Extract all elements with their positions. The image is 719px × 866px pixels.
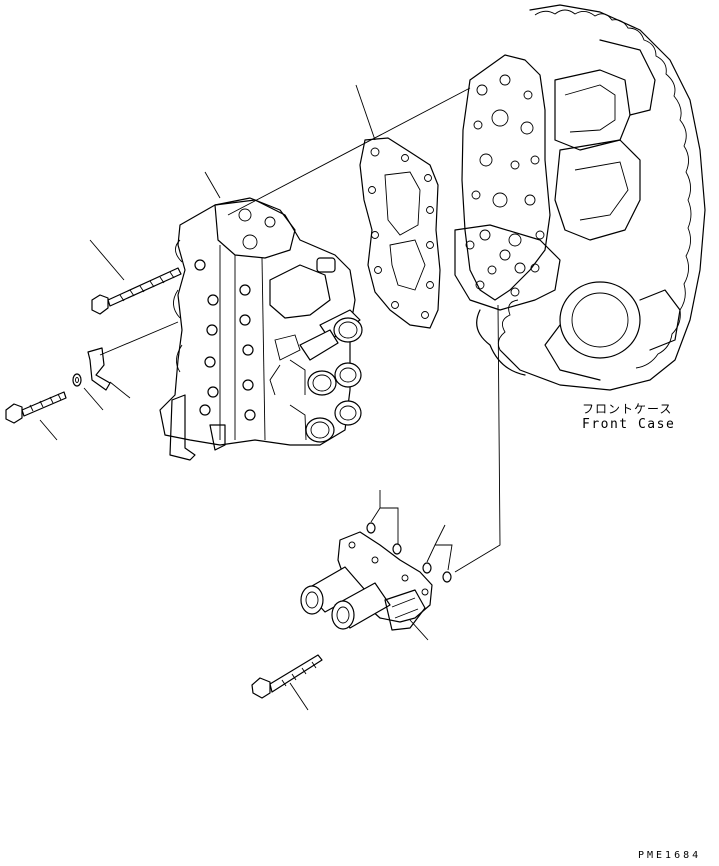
front-case bbox=[454, 4, 706, 391]
control-valve bbox=[159, 171, 363, 461]
front-case-label-en: Front Case bbox=[582, 417, 676, 432]
bolt-washer-bracket bbox=[5, 347, 131, 441]
long-bolt bbox=[89, 239, 182, 315]
alignment-line-upper bbox=[227, 87, 471, 216]
solenoid-bolt bbox=[251, 654, 323, 711]
alignment-line-lower bbox=[454, 304, 501, 573]
o-rings bbox=[366, 490, 453, 583]
drawing-code: PME1684 bbox=[638, 850, 702, 861]
front-case-label-jp: フロントケース bbox=[582, 402, 673, 416]
alignment-line-bolt bbox=[99, 321, 179, 356]
gasket bbox=[355, 84, 441, 329]
solenoid-valve bbox=[300, 531, 433, 641]
